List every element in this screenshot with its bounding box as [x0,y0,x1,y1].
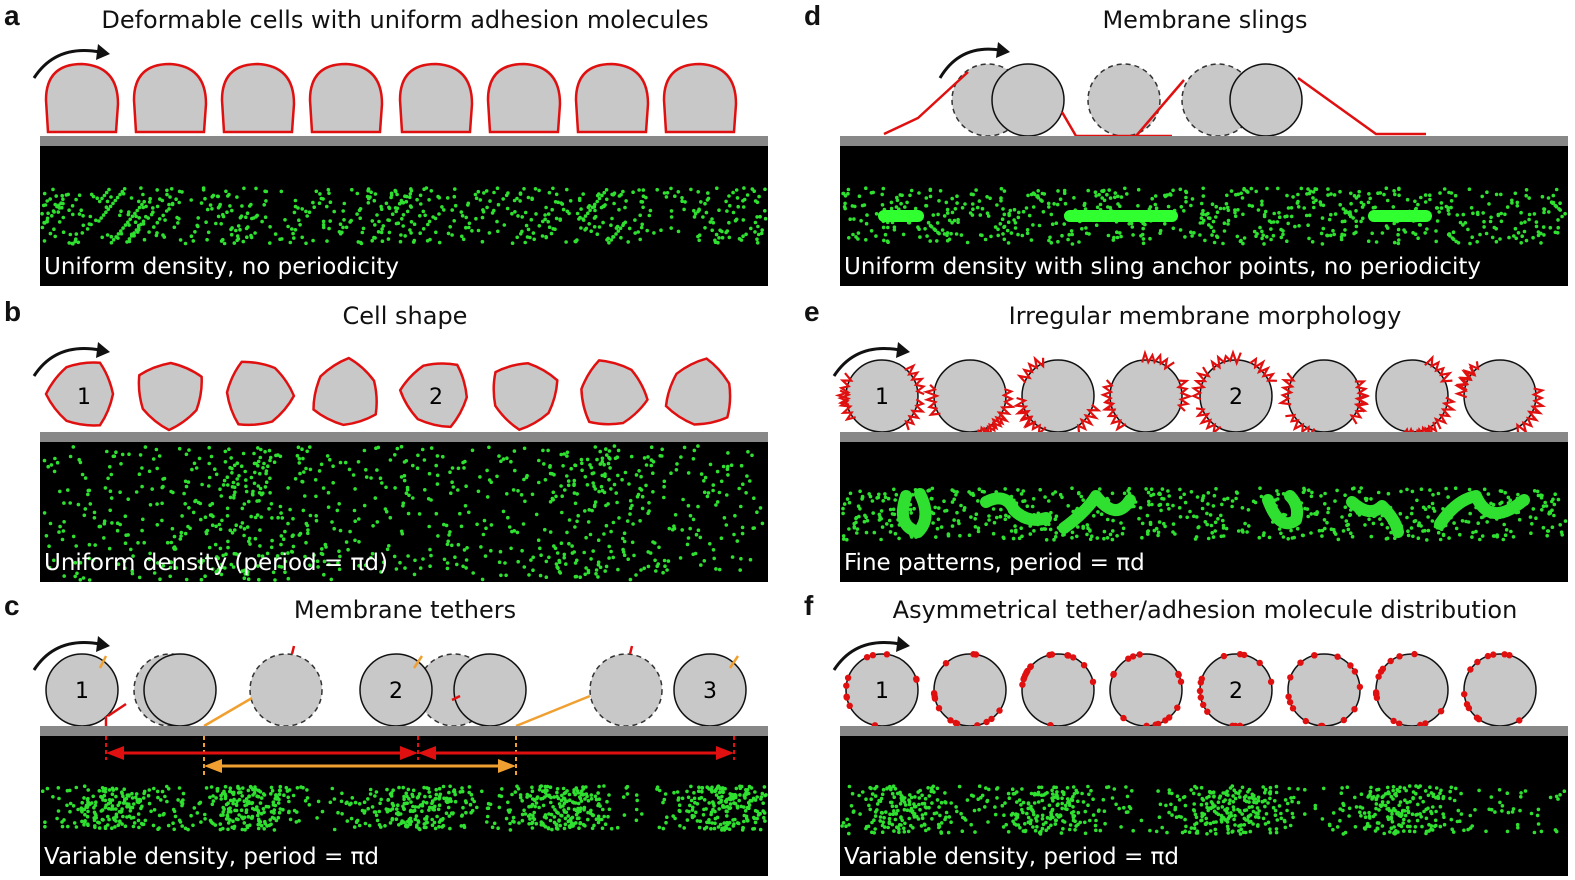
substrate-surface [40,726,768,736]
cell-number-2: 2 [1229,385,1243,410]
panel-title: Cell shape [342,302,468,330]
panel-title: Membrane tethers [293,596,517,624]
panel-caption: Variable density, period = πd [844,844,1179,870]
panel-f: 1 2 f Asymmetrical tether/adhesion molec… [800,590,1575,880]
rotation-arrow-icon [32,44,110,79]
dotted-cells [843,650,1537,730]
panel-e: 1 2 e Irregular membrane morphology Fine… [800,296,1575,586]
rotation-arrow-icon [938,42,1010,79]
cell-number-1: 1 [875,679,889,704]
panel-caption: Fine patterns, period = πd [844,550,1145,576]
panel-d-diagram [840,42,1568,286]
cell-number-1: 1 [75,679,89,704]
panel-b: 1 2 b Cell shape Uniform density (period… [0,296,780,586]
shaped-cells [44,356,732,432]
deformable-cells [44,62,738,134]
panel-caption: Uniform density (period = πd) [44,550,388,576]
substrate-surface [40,432,768,442]
panel-c: 1 2 3 c Membrane tethers Variable densit… [0,590,780,880]
adhesion-dots [40,186,768,246]
cell-number-1: 1 [77,385,91,410]
tethered-cells [45,645,747,730]
panel-letter: a [4,0,20,31]
panel-f-diagram: 1 2 [832,636,1568,876]
panel-e-diagram: 1 2 [832,342,1568,582]
panel-title: Irregular membrane morphology [1008,302,1402,330]
rotation-arrow-icon [832,636,910,671]
adhesion-dots [42,444,765,582]
cell-number-1: 1 [875,385,889,410]
panel-caption: Uniform density, no periodicity [44,254,399,280]
panel-a-diagram [32,44,768,286]
panel-letter: e [804,296,820,327]
panel-title: Membrane slings [1102,6,1308,34]
panel-title: Deformable cells with uniform adhesion m… [101,6,709,34]
substrate-band [840,736,1568,876]
panel-caption: Variable density, period = πd [44,844,379,870]
panel-a: a Deformable cells with uniform adhesion… [0,0,780,290]
substrate-surface [840,136,1568,146]
panel-letter: c [4,590,20,621]
adhesion-dots [841,486,1568,542]
panel-letter: b [4,296,22,327]
substrate-surface [840,726,1568,736]
panel-b-diagram: 1 2 [32,342,768,582]
adhesion-dots [840,784,1567,836]
cell-number-2: 2 [429,385,443,410]
panel-title: Asymmetrical tether/adhesion molecule di… [892,596,1518,624]
substrate-surface [40,136,768,146]
panel-letter: f [804,590,814,621]
cell-number-3: 3 [703,679,717,704]
rotation-arrow-icon [832,342,910,377]
substrate-band [840,146,1568,286]
panel-c-diagram: 1 2 3 [32,636,768,876]
substrate-surface [840,432,1568,442]
rotation-arrow-icon [32,636,110,671]
ruffled-cells [834,349,1547,443]
period-markers [105,736,735,776]
rotation-arrow-icon [32,342,110,377]
cell-number-2: 2 [1229,679,1243,704]
sling-cells [883,63,1426,138]
panel-d: d Membrane slings Uniform density with s… [800,0,1575,290]
cell-number-2: 2 [389,679,403,704]
adhesion-dots [40,784,768,832]
panel-letter: d [804,0,822,31]
panel-caption: Uniform density with sling anchor points… [844,254,1482,280]
